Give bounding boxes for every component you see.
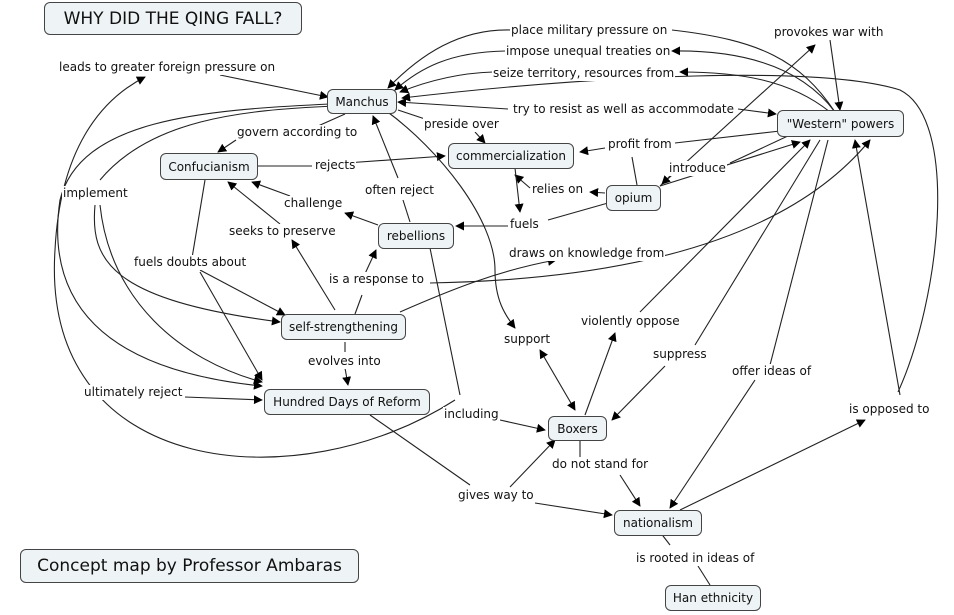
node-commercialization[interactable]: commercialization <box>448 143 574 169</box>
link-seize-territory: seize territory, resources from <box>492 66 676 81</box>
link-gives-way-to: gives way to <box>457 488 535 503</box>
link-introduce: introduce <box>668 161 727 176</box>
link-is-opposed-to: is opposed to <box>848 402 931 417</box>
node-han-ethnicity[interactable]: Han ethnicity <box>665 585 761 611</box>
link-foreign-pressure: leads to greater foreign pressure on <box>58 60 277 75</box>
link-resist-accommodate: try to resist as well as accommodate <box>512 102 736 117</box>
link-including: including <box>443 407 500 422</box>
link-do-not-stand-for: do not stand for <box>551 457 650 472</box>
node-nationalism[interactable]: nationalism <box>614 510 702 536</box>
link-draws-on-knowledge: draws on knowledge from <box>508 246 666 261</box>
node-western-powers[interactable]: "Western" powers <box>777 110 904 137</box>
link-preside-over: preside over <box>423 117 500 132</box>
link-often-reject: often reject <box>364 183 435 198</box>
link-fuels-doubts: fuels doubts about <box>133 255 248 270</box>
node-self-strengthening[interactable]: self-strengthening <box>281 314 406 340</box>
link-impose-unequal-treaties: impose unequal treaties on <box>505 44 672 59</box>
link-support: support <box>503 332 552 347</box>
link-provokes-war: provokes war with <box>773 25 885 40</box>
node-boxers[interactable]: Boxers <box>548 416 607 441</box>
link-ultimately-reject: ultimately reject <box>83 385 184 400</box>
node-confucianism[interactable]: Confucianism <box>160 153 258 180</box>
link-relies-on: relies on <box>531 182 585 197</box>
link-profit-from: profit from <box>607 137 673 152</box>
node-rebellions[interactable]: rebellions <box>378 223 454 249</box>
credit-box: Concept map by Professor Ambaras <box>20 549 359 583</box>
link-challenge: challenge <box>283 196 344 211</box>
link-implement: implement <box>62 186 129 201</box>
link-is-a-response: is a response to <box>328 272 425 287</box>
link-suppress: suppress <box>652 347 708 362</box>
node-opium[interactable]: opium <box>606 185 661 211</box>
link-govern-according: govern according to <box>236 125 359 140</box>
link-rejects: rejects <box>314 158 357 173</box>
diagram-title: WHY DID THE QING FALL? <box>44 2 302 35</box>
node-hundred-days-of-reform[interactable]: Hundred Days of Reform <box>264 389 430 415</box>
link-seeks-to-preserve: seeks to preserve <box>228 224 337 239</box>
link-offer-ideas: offer ideas of <box>731 364 813 379</box>
link-violently-oppose: violently oppose <box>580 314 681 329</box>
link-fuels: fuels <box>509 217 540 232</box>
link-place-military-pressure: place military pressure on <box>510 23 669 38</box>
link-evolves-into: evolves into <box>307 354 382 369</box>
link-rooted-in: is rooted in ideas of <box>635 551 756 566</box>
node-manchus[interactable]: Manchus <box>327 89 397 114</box>
